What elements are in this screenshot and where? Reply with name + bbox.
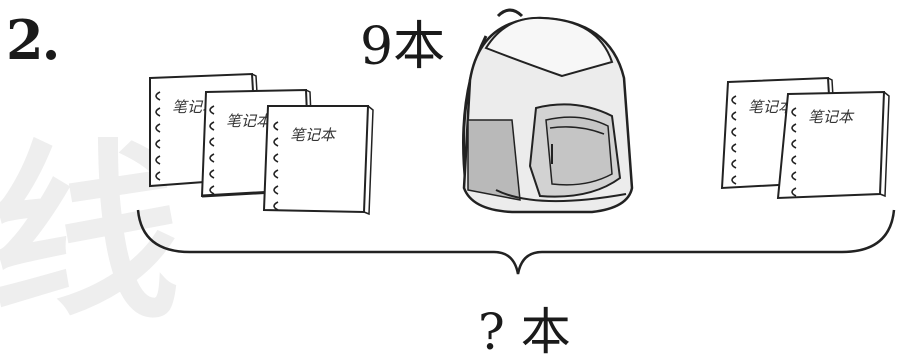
- notebook-label: 笔记本: [808, 108, 855, 126]
- curly-brace-icon: [136, 209, 896, 275]
- notebook-icon: 笔记本: [262, 105, 374, 216]
- notebook-icon: 笔记本: [776, 90, 890, 200]
- backpack-icon: [462, 8, 634, 214]
- notebook-label: 笔记本: [290, 126, 337, 144]
- notebook-label: 笔记本: [226, 112, 273, 130]
- problem-number: 2.: [6, 8, 60, 72]
- bag-count-label: 9本: [360, 17, 446, 77]
- total-question-label: ? 本: [478, 303, 571, 361]
- notebook-label: 笔记本: [748, 98, 795, 116]
- illustration: 笔记本 笔记本 笔记本: [136, 8, 896, 275]
